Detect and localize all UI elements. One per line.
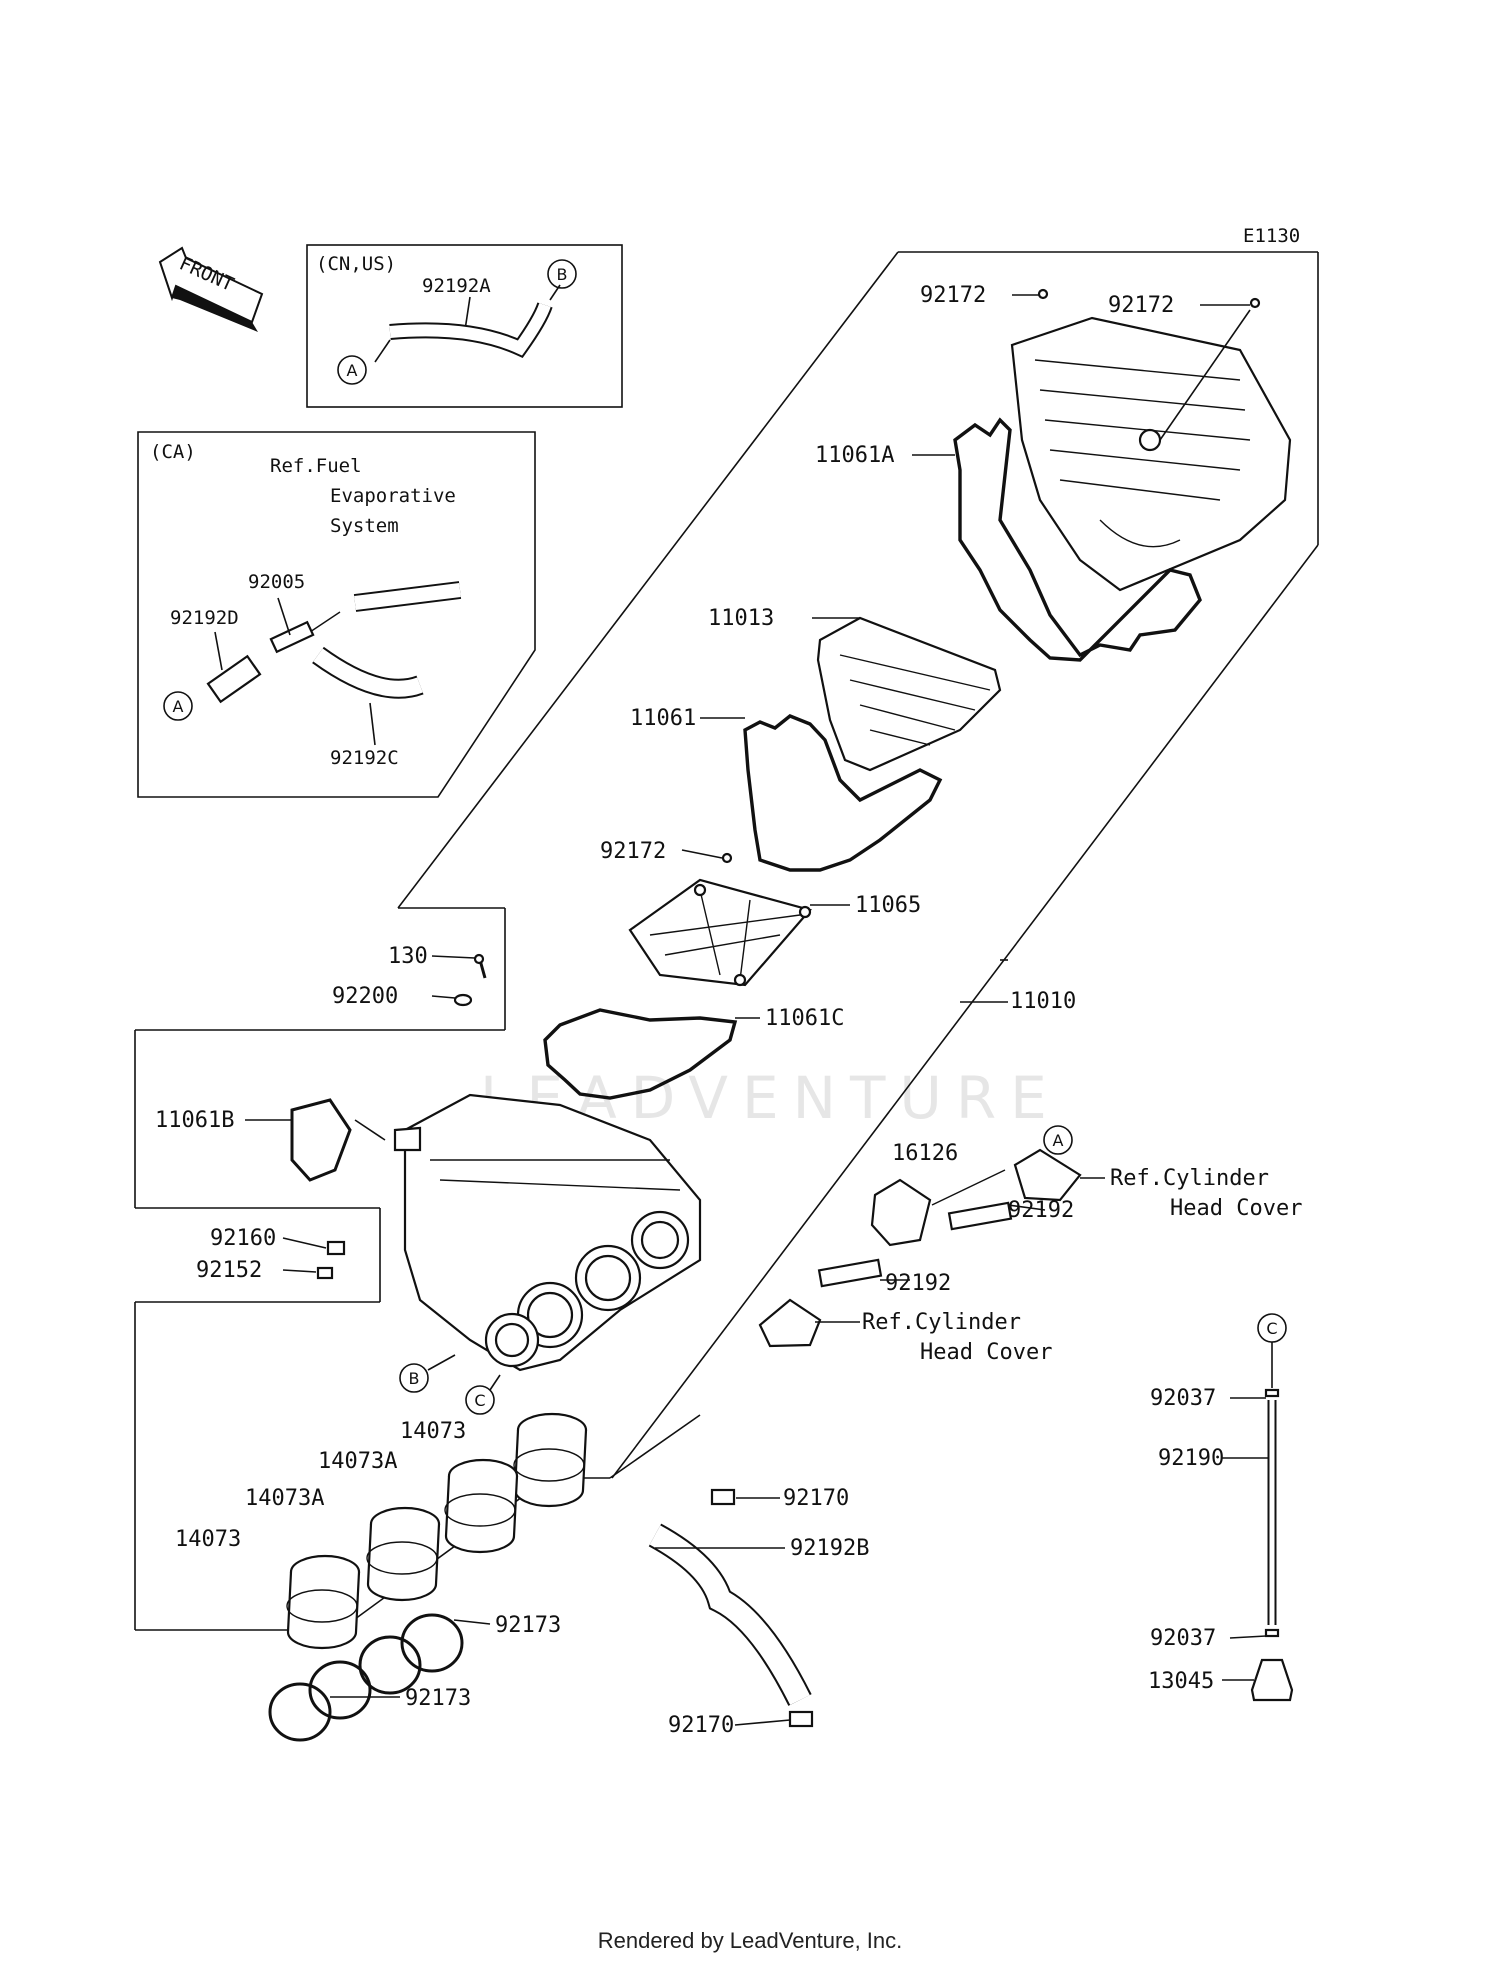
label-11010: 11010 xyxy=(1010,989,1076,1014)
label-14073-top: 14073 xyxy=(400,1419,466,1444)
diagram-id: E1130 xyxy=(1243,225,1300,247)
bracket-11065 xyxy=(628,878,812,987)
grommet-92160 xyxy=(326,1240,346,1256)
label-13045: 13045 xyxy=(1148,1669,1214,1694)
label-14073A-top: 14073A xyxy=(318,1449,397,1474)
ca-ref-line-1: Ref.Fuel xyxy=(270,455,362,477)
duct-14073A-b xyxy=(366,1506,441,1602)
ref-cylinder-head-1-line2: Head Cover xyxy=(1170,1196,1302,1221)
label-11061A: 11061A xyxy=(815,443,894,468)
front-arrow-icon: FRONT xyxy=(158,246,264,332)
ca-title: (CA) xyxy=(150,441,196,463)
collar-92152 xyxy=(316,1266,334,1280)
gasket-11061A xyxy=(953,417,1202,662)
duct-14073-a xyxy=(513,1412,588,1508)
footer-credit: Rendered by LeadVenture, Inc. xyxy=(598,1928,903,1953)
marker-letter: A xyxy=(347,361,358,380)
label-92192-upper: 92192 xyxy=(1008,1198,1074,1223)
label-92037-upper: 92037 xyxy=(1150,1386,1216,1411)
label-92192A: 92192A xyxy=(422,275,491,297)
marker-letter: C xyxy=(1266,1319,1277,1338)
screw-92172-c xyxy=(721,852,733,864)
upper-cover-housing xyxy=(1010,316,1292,592)
label-92160: 92160 xyxy=(210,1226,276,1251)
clip-92170-b xyxy=(788,1710,814,1728)
label-92190: 92190 xyxy=(1158,1446,1224,1471)
circle-marker-C-housing: C xyxy=(465,1385,495,1415)
screw-92172-a xyxy=(1037,288,1049,300)
label-11061B: 11061B xyxy=(155,1108,234,1133)
clip-92170-a xyxy=(710,1488,736,1506)
label-92005: 92005 xyxy=(248,571,305,593)
label-92172-mid: 92172 xyxy=(600,839,666,864)
marker-letter: B xyxy=(557,265,568,284)
circle-marker-A-cnus: A xyxy=(337,355,367,385)
screw-130 xyxy=(473,953,487,979)
label-92172-top-right: 92172 xyxy=(1108,293,1174,318)
ref-cylinder-head-2-line1: Ref.Cylinder xyxy=(862,1310,1021,1335)
ca-ref-line-3: System xyxy=(330,515,399,537)
label-92173-lower: 92173 xyxy=(405,1686,471,1711)
label-11013: 11013 xyxy=(708,606,774,631)
label-92170-lower: 92170 xyxy=(668,1713,734,1738)
air-cleaner-housing-11010 xyxy=(393,1093,702,1372)
duct-14073-b xyxy=(286,1554,361,1650)
cn-us-title: (CN,US) xyxy=(316,253,396,275)
valve-16126 xyxy=(817,1169,1013,1288)
duct-14073A-a xyxy=(444,1458,519,1554)
clamps-92173 xyxy=(268,1613,464,1742)
ref-cylinder-head-2-line2: Head Cover xyxy=(920,1340,1052,1365)
label-92192D: 92192D xyxy=(170,607,239,629)
circle-marker-A-right: A xyxy=(1043,1125,1073,1155)
ref-cylinder-head-1-line1: Ref.Cylinder xyxy=(1110,1166,1269,1191)
gasket-11061B xyxy=(290,1098,352,1182)
marker-C-leader-housing xyxy=(489,1374,501,1391)
label-92192-lower: 92192 xyxy=(885,1271,951,1296)
label-11061: 11061 xyxy=(630,706,696,731)
screw-92172-b xyxy=(1249,297,1261,309)
cover-port-lower xyxy=(758,1298,822,1348)
label-92192B: 92192B xyxy=(790,1536,869,1561)
label-92173-upper: 92173 xyxy=(495,1613,561,1638)
circle-marker-A-ca: A xyxy=(163,691,193,721)
label-11065: 11065 xyxy=(855,893,921,918)
label-14073-bottom: 14073 xyxy=(175,1527,241,1552)
marker-letter: A xyxy=(1053,1131,1064,1150)
ca-box: (CA) Ref.Fuel Evaporative System 92005 9… xyxy=(137,431,536,798)
label-14073A-bottom: 14073A xyxy=(245,1486,324,1511)
hose-92192B-fill xyxy=(649,1525,810,1705)
label-130: 130 xyxy=(388,944,428,969)
label-11061C: 11061C xyxy=(765,1006,844,1031)
gasket-11061 xyxy=(743,714,943,872)
washer-92200 xyxy=(453,993,473,1007)
marker-letter: A xyxy=(173,697,184,716)
label-92152: 92152 xyxy=(196,1258,262,1283)
circle-marker-B-cnus: B xyxy=(547,259,577,289)
cn-us-box: (CN,US) 92192A xyxy=(306,244,623,408)
circle-marker-B-housing: B xyxy=(399,1363,429,1393)
label-92172-top-left: 92172 xyxy=(920,283,986,308)
ca-ref-line-2: Evaporative xyxy=(330,485,456,507)
gasket-11061C xyxy=(543,1008,738,1100)
circle-marker-C-right: C xyxy=(1257,1313,1287,1343)
cover-port-upper xyxy=(1013,1148,1082,1202)
leader-lines xyxy=(245,294,1268,1726)
label-92170-upper: 92170 xyxy=(783,1486,849,1511)
marker-B-leader xyxy=(427,1354,456,1371)
label-92192C: 92192C xyxy=(330,747,399,769)
marker-letter: B xyxy=(409,1369,420,1388)
marker-letter: C xyxy=(474,1391,485,1410)
assembly-frame-lines xyxy=(134,251,1319,1631)
label-92037-lower: 92037 xyxy=(1150,1626,1216,1651)
label-92200: 92200 xyxy=(332,984,398,1009)
drain-tube-92190 xyxy=(1250,1388,1294,1702)
filter-element-11013 xyxy=(816,616,1002,772)
label-16126: 16126 xyxy=(892,1141,958,1166)
